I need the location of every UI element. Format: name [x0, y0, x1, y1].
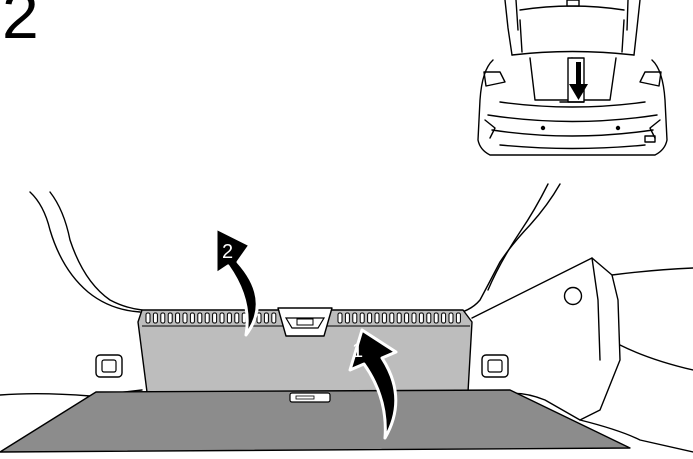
vent-slot [197, 312, 203, 324]
vent-slot [344, 312, 350, 324]
arrow-2-label: 2 [222, 241, 233, 263]
vent-slot [426, 312, 432, 324]
vent-slot [337, 312, 343, 324]
vent-slot [441, 312, 447, 324]
vent-slot [381, 312, 387, 324]
vent-slot [352, 312, 358, 324]
left-cargo-hook [95, 354, 123, 378]
vent-slot [160, 312, 166, 324]
arrow-2: 2 [214, 226, 259, 337]
vent-slot [359, 312, 365, 324]
vent-slot [374, 312, 380, 324]
vent-slot [204, 312, 210, 324]
arrow-1-label: 1 [352, 340, 363, 362]
vent-slot [367, 312, 373, 324]
inset-arrow [569, 62, 588, 100]
vent-slot [189, 312, 195, 324]
vent-slot [167, 312, 173, 324]
vent-slot [404, 312, 410, 324]
vent-slot [418, 312, 424, 324]
vent-slot [226, 312, 232, 324]
vent-slot [212, 312, 218, 324]
car-rear-inset [477, 0, 668, 156]
cover-vent-slots [145, 312, 461, 324]
trunk-interior [0, 183, 693, 453]
vent-slot [448, 312, 454, 324]
vent-slot [234, 312, 240, 324]
vent-slot [219, 312, 225, 324]
vent-slot [175, 312, 181, 324]
vent-slot [182, 312, 188, 324]
vent-slot [433, 312, 439, 324]
vent-slot [389, 312, 395, 324]
trunk-floor [0, 389, 631, 453]
vent-slot [271, 312, 277, 324]
vent-slot [145, 312, 151, 324]
step-number: 2 [2, 0, 39, 52]
vent-slot [256, 312, 262, 324]
vent-slot [396, 312, 402, 324]
vent-slot [263, 312, 269, 324]
trunk-latch [277, 307, 333, 337]
vent-slot [152, 312, 158, 324]
vent-slot [411, 312, 417, 324]
vent-slot [455, 312, 461, 324]
arrow-1: 1 [348, 328, 398, 440]
right-cargo-hook [481, 354, 509, 378]
